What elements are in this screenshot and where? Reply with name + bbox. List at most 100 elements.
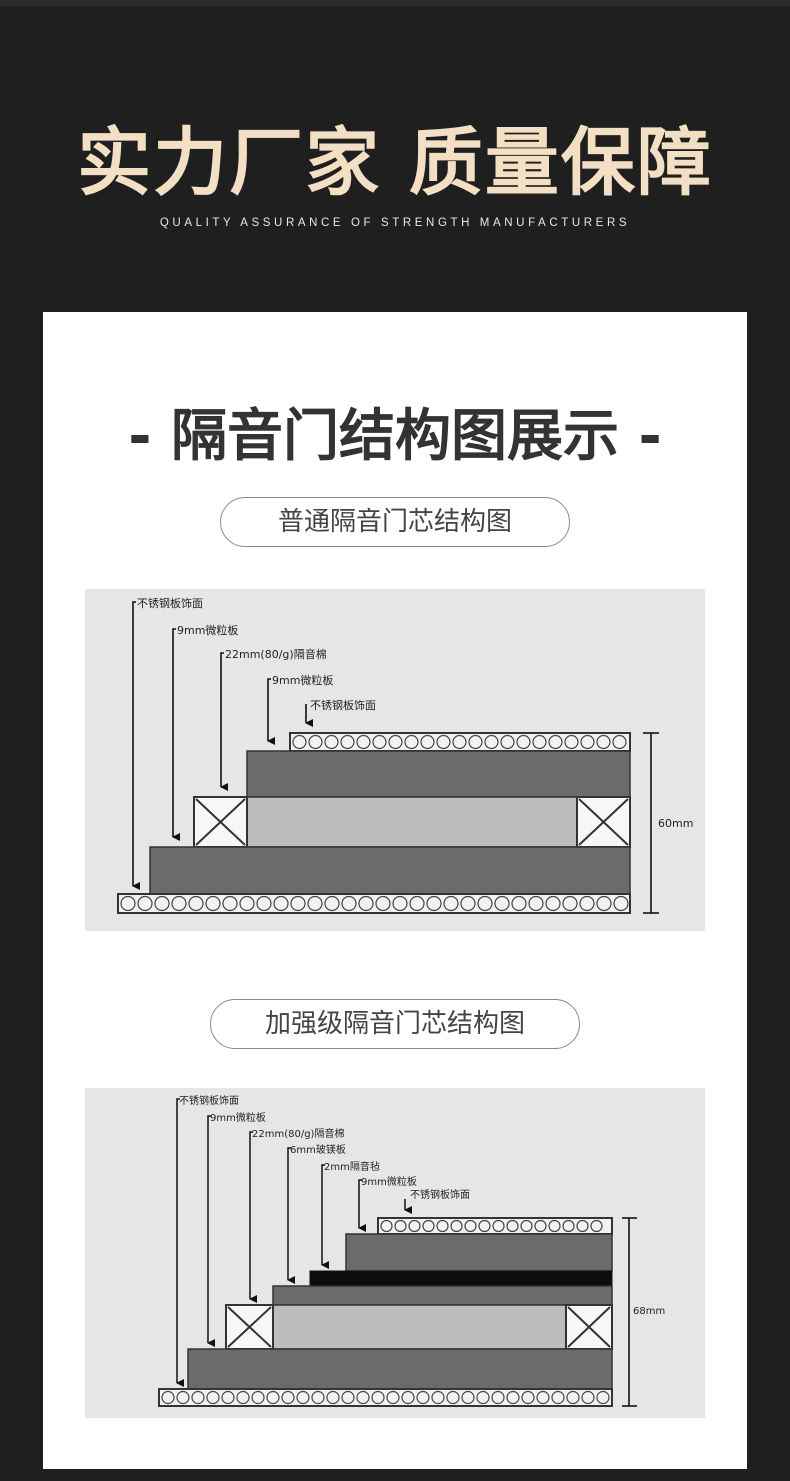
honeycomb-cell <box>579 895 595 912</box>
honeycomb-cell <box>422 1219 435 1233</box>
top-border <box>0 0 790 6</box>
honeycomb-cell <box>256 895 272 912</box>
honeycomb-cell <box>340 734 355 750</box>
thickness-dimension <box>643 732 659 914</box>
honeycomb-cell <box>401 1390 415 1405</box>
honeycomb-cell <box>307 895 323 912</box>
diagram-1-caption: 普通隔音门芯结构图 <box>220 497 570 547</box>
honeycomb-cell <box>452 734 467 750</box>
honeycomb-cell <box>375 895 391 912</box>
honeycomb-cell <box>394 1219 407 1233</box>
honeycomb-cell <box>500 734 515 750</box>
layer-label: 22mm(80/g)隔音棉 <box>252 1127 344 1140</box>
top-particle-board <box>246 750 631 798</box>
diagram-standard-door-core: 不锈钢板饰面 9mm微粒板 22mm(80/g)隔音棉 9mm微粒板 不锈钢板饰… <box>85 589 705 931</box>
honeycomb-cell <box>521 1390 535 1405</box>
honeycomb-cell <box>324 895 340 912</box>
honeycomb-cell <box>205 895 221 912</box>
insulation-layer <box>246 796 578 848</box>
honeycomb-cell <box>528 895 544 912</box>
layer-label: 9mm微粒板 <box>272 673 333 687</box>
honeycomb-cell <box>137 895 153 912</box>
thickness-label: 68mm <box>633 1306 665 1317</box>
honeycomb-cell <box>266 1390 280 1405</box>
honeycomb-cell <box>311 1390 325 1405</box>
honeycomb-cell <box>461 1390 475 1405</box>
honeycomb-cell <box>596 1390 610 1405</box>
sound-felt <box>309 1270 613 1287</box>
layer-label: 不锈钢板饰面 <box>410 1188 470 1201</box>
honeycomb-cell <box>404 734 419 750</box>
honeycomb-cell <box>516 734 531 750</box>
insulation-layer <box>272 1304 567 1350</box>
left-frame-block <box>225 1304 274 1350</box>
honeycomb-cell <box>292 734 307 750</box>
honeycomb-cell <box>236 1390 250 1405</box>
honeycomb-cell <box>450 1219 463 1233</box>
thickness-label: 60mm <box>658 817 693 830</box>
hero-subtitle: QUALITY ASSURANCE OF STRENGTH MANUFACTUR… <box>159 217 631 229</box>
right-frame-block <box>565 1304 613 1350</box>
honeycomb-cell <box>308 734 323 750</box>
top-particle-board <box>345 1233 613 1272</box>
honeycomb-cell <box>191 1390 205 1405</box>
honeycomb-cell <box>576 1219 589 1233</box>
honeycomb-cell <box>468 734 483 750</box>
layer-label: 9mm微粒板 <box>361 1175 417 1188</box>
honeycomb-cell <box>476 1390 490 1405</box>
honeycomb-cell <box>443 895 459 912</box>
layer-label: 9mm微粒板 <box>210 1111 266 1124</box>
bottom-steel-panel <box>158 1388 613 1407</box>
honeycomb-cell <box>356 734 371 750</box>
layer-label: 不锈钢板饰面 <box>310 698 376 712</box>
honeycomb-cell <box>446 1390 460 1405</box>
honeycomb-cell <box>548 734 563 750</box>
honeycomb-cell <box>416 1390 430 1405</box>
honeycomb-cell <box>596 734 611 750</box>
honeycomb-cell <box>290 895 306 912</box>
honeycomb-cell <box>341 895 357 912</box>
honeycomb-cell <box>590 1219 603 1233</box>
leader-arrows <box>132 601 313 890</box>
honeycomb-cell <box>409 895 425 912</box>
honeycomb-cell <box>154 895 170 912</box>
layer-label: 22mm(80/g)隔音棉 <box>225 647 327 661</box>
layer-label: 不锈钢板饰面 <box>137 596 203 610</box>
honeycomb-cell <box>477 895 493 912</box>
honeycomb-cell <box>161 1390 175 1405</box>
honeycomb-cell <box>494 895 510 912</box>
honeycomb-cell <box>492 1219 505 1233</box>
honeycomb-cell <box>356 1390 370 1405</box>
honeycomb-cell <box>386 1390 400 1405</box>
bottom-particle-board <box>187 1348 613 1390</box>
honeycomb-cell <box>545 895 561 912</box>
honeycomb-cell <box>273 895 289 912</box>
layer-label: 不锈钢板饰面 <box>179 1094 239 1107</box>
honeycomb-cell <box>206 1390 220 1405</box>
honeycomb-cell <box>484 734 499 750</box>
honeycomb-cell <box>506 1219 519 1233</box>
top-steel-panel <box>377 1217 613 1235</box>
leader-arrows <box>176 1098 412 1387</box>
diagram-reinforced-door-core: 不锈钢板饰面 9mm微粒板 22mm(80/g)隔音棉 6mm玻镁板 2mm隔音… <box>85 1088 705 1418</box>
honeycomb-cell <box>371 1390 385 1405</box>
honeycomb-cell <box>534 1219 547 1233</box>
honeycomb-cell <box>408 1219 421 1233</box>
honeycomb-cell <box>566 1390 580 1405</box>
honeycomb-cell <box>392 895 408 912</box>
honeycomb-cell <box>239 895 255 912</box>
honeycomb-cell <box>464 1219 477 1233</box>
honeycomb-cell <box>120 895 136 912</box>
honeycomb-cell <box>506 1390 520 1405</box>
honeycomb-cell <box>221 1390 235 1405</box>
honeycomb-cell <box>491 1390 505 1405</box>
honeycomb-cell <box>341 1390 355 1405</box>
honeycomb-cell <box>420 734 435 750</box>
honeycomb-cell <box>436 734 451 750</box>
magnesium-board <box>272 1285 613 1306</box>
section-title: - 隔音门结构图展示 - <box>128 404 662 469</box>
top-steel-panel <box>289 732 631 752</box>
honeycomb-cell <box>171 895 187 912</box>
honeycomb-cell <box>511 895 527 912</box>
honeycomb-cell <box>388 734 403 750</box>
